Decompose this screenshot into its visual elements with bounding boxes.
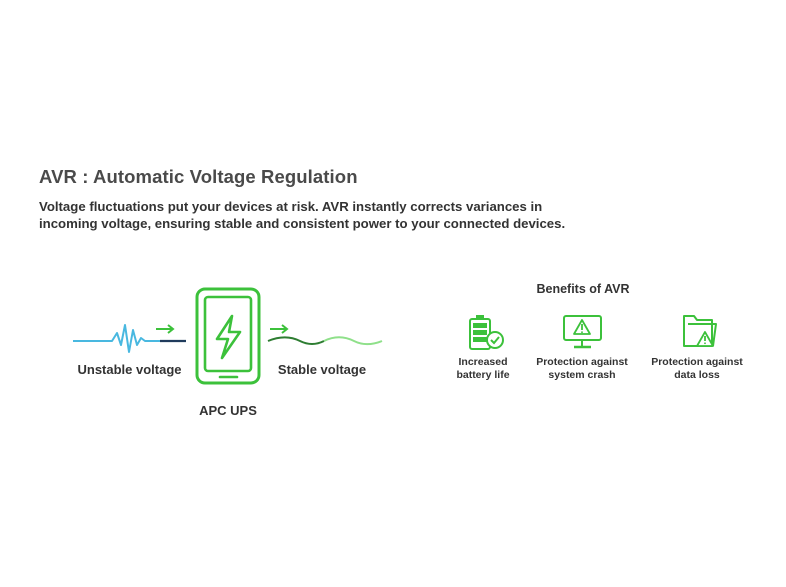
ups-device-icon [195,287,261,385]
benefits-title: Benefits of AVR [536,282,630,296]
ups-label: APC UPS [199,403,257,418]
benefit-label-data-loss: Protection against data loss [651,356,743,381]
stable-voltage-label: Stable voltage [277,362,367,377]
input-arrow-icon [156,324,175,334]
benefit-label-battery: Increased battery life [456,356,510,381]
page-title: AVR : Automatic Voltage Regulation [39,166,358,187]
output-arrow-icon [270,324,289,334]
page-description: Voltage fluctuations put your devices at… [39,199,566,231]
unstable-voltage-label: Unstable voltage [77,362,182,377]
unstable-wave-icon [73,324,186,353]
benefit-label-system-crash: Protection against system crash [536,356,628,381]
folder-warning-icon [683,315,717,347]
monitor-warning-icon [563,315,602,349]
stable-wave-icon [267,336,383,345]
battery-check-icon [469,315,504,350]
